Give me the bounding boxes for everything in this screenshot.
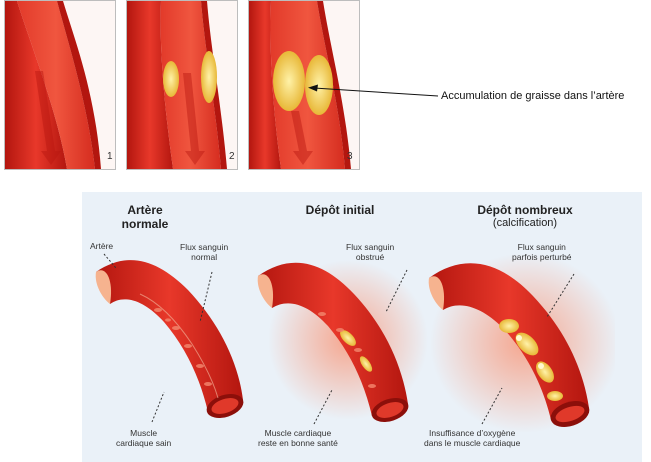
artery-cross-section-calcification: [428, 253, 615, 433]
stage1-title: Artère normale: [121, 203, 169, 231]
artery-panel-2: 2: [126, 0, 238, 170]
label-artery: Artère: [90, 241, 114, 251]
label-leader-lines: [103, 253, 575, 425]
panel-number-1: 1: [107, 151, 113, 162]
artery-panel-1: 1: [4, 0, 116, 170]
panel-number-3: 3: [347, 151, 353, 162]
artery-panel-3: 3: [248, 0, 360, 170]
label-flow-obstructed: Flux sanguin obstrué: [346, 242, 395, 262]
stage2-title: Dépôt initial: [305, 203, 375, 217]
callout-label: Accumulation de graisse dans l’artère: [441, 90, 625, 102]
stage3-subtitle: (calcification): [492, 217, 558, 229]
artery-illustration-advanced-deposit: [249, 1, 351, 169]
artery-illustration-initial-deposit: [127, 1, 227, 169]
callout-arrow: [308, 84, 439, 97]
label-muscle-healthy: Muscle cardiaque sain: [116, 428, 172, 448]
stage3-title: Dépôt nombreux: [477, 203, 573, 217]
label-muscle-stays-healthy: Muscle cardiaque reste en bonne santé: [258, 428, 338, 448]
artery-cross-section-initial-deposit: [257, 260, 428, 422]
panel-number-2: 2: [229, 151, 235, 162]
label-oxygen-insufficiency: Insuffisance d’oxygène dans le muscle ca…: [424, 428, 521, 448]
label-flow-normal: Flux sanguin normal: [180, 242, 229, 262]
artery-cross-section-normal: [95, 260, 244, 418]
artery-illustration-normal: [5, 1, 101, 169]
label-flow-disturbed: Flux sanguin parfois perturbé: [512, 242, 572, 262]
